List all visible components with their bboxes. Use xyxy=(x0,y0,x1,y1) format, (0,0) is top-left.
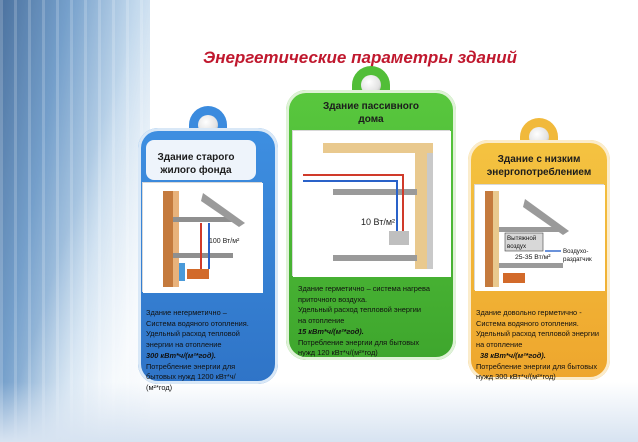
desc-line: (м²*год) xyxy=(146,383,173,393)
desc-line: приточного воздуха. xyxy=(298,294,368,304)
panel-old-building: Здание старого жилого фонда 100 Вт/м² Зд… xyxy=(138,106,278,392)
diagram-passive-house: 10 Вт/м² xyxy=(292,130,451,277)
desc-value-bold: 15 кВт*ч/(м²*год). xyxy=(298,326,364,336)
desc-line: на отопление xyxy=(476,340,523,350)
desc-line: Здание герметично – система нагрева xyxy=(298,284,430,293)
label-line: Здание старого xyxy=(157,152,235,163)
background-bottom-gradient xyxy=(0,382,638,442)
slide-title: Энергетические параметры зданий xyxy=(202,48,518,67)
panel-label: Здание с низким энергопотреблением xyxy=(474,154,604,179)
diagram-label-distributor: Воздухо- xyxy=(563,248,588,255)
label-background xyxy=(146,140,256,180)
panel-description: Здание герметично – система нагрева прит… xyxy=(298,284,446,359)
panel-label: Здание старого жилого фонда xyxy=(146,152,246,177)
desc-line: Потребление энергии для xyxy=(146,361,236,371)
desc-value-bold: 38 кВт*ч/(м²*год). xyxy=(480,350,546,360)
diagram-old-building: 100 Вт/м² xyxy=(142,182,263,293)
label-line: энергопотреблением xyxy=(486,166,592,178)
panel-description: Здание негерметично – Система водяного о… xyxy=(146,308,262,394)
label-line: Здание пассивного xyxy=(322,101,419,112)
desc-line: бытовых нужд 1200 кВт*ч/ xyxy=(146,372,236,382)
diagram-value: 25-35 Вт/м² xyxy=(515,254,551,261)
label-line: дома xyxy=(358,113,384,125)
building-section-diagram: 10 Вт/м² xyxy=(293,131,451,277)
diagram-value: 100 Вт/м² xyxy=(209,238,240,245)
desc-value-bold: 300 кВт*ч/(м²*год). xyxy=(146,350,216,360)
desc-line: Система водяного отопления. xyxy=(476,318,579,328)
desc-line: Здание негерметично – xyxy=(146,308,227,317)
desc-line: Потребление энергии для бытовых xyxy=(476,361,598,371)
desc-line: нужд 120 кВт*ч/(м²*год) xyxy=(298,348,378,358)
desc-line: Удельный расход тепловой xyxy=(146,329,240,339)
panel-label: Здание пассивного дома xyxy=(296,101,446,126)
desc-line: Удельный расход тепловой энергии xyxy=(298,305,421,315)
panel-low-energy-building: Здание с низким энергопотреблением Вытяж… xyxy=(468,118,610,383)
building-section-diagram: Вытяжной воздух 25-35 Вт/м² Воздухо- раз… xyxy=(475,185,605,291)
desc-line: на отопление xyxy=(298,316,345,326)
diagram-label-distributor-line2: раздатчик xyxy=(563,256,592,263)
diagram-low-energy-building: Вытяжной воздух 25-35 Вт/м² Воздухо- раз… xyxy=(474,184,605,291)
label-line: Здание с низким xyxy=(497,154,581,165)
panel-passive-house: Здание пассивного дома 10 Вт/м² Здание г… xyxy=(286,66,456,360)
panel-description: Здание довольно герметично - Система вод… xyxy=(476,308,606,383)
desc-line: Потребление энергии для бытовых xyxy=(298,337,420,347)
desc-line: Удельный расход тепловой энергии xyxy=(476,329,599,339)
desc-line: нужд 300 кВт*ч/(м²*год) xyxy=(476,372,556,382)
diagram-value: 10 Вт/м² xyxy=(361,217,395,227)
diagram-label-exhaust-line2: воздух xyxy=(507,243,527,250)
desc-line: Здание довольно герметично - xyxy=(476,308,582,317)
desc-line: Система водяного отопления. xyxy=(146,318,249,328)
desc-line: энергии на отопление xyxy=(146,340,222,350)
diagram-label-exhaust: Вытяжной xyxy=(507,235,537,242)
building-section-diagram: 100 Вт/м² xyxy=(143,183,263,293)
label-line: жилого фонда xyxy=(160,164,232,176)
